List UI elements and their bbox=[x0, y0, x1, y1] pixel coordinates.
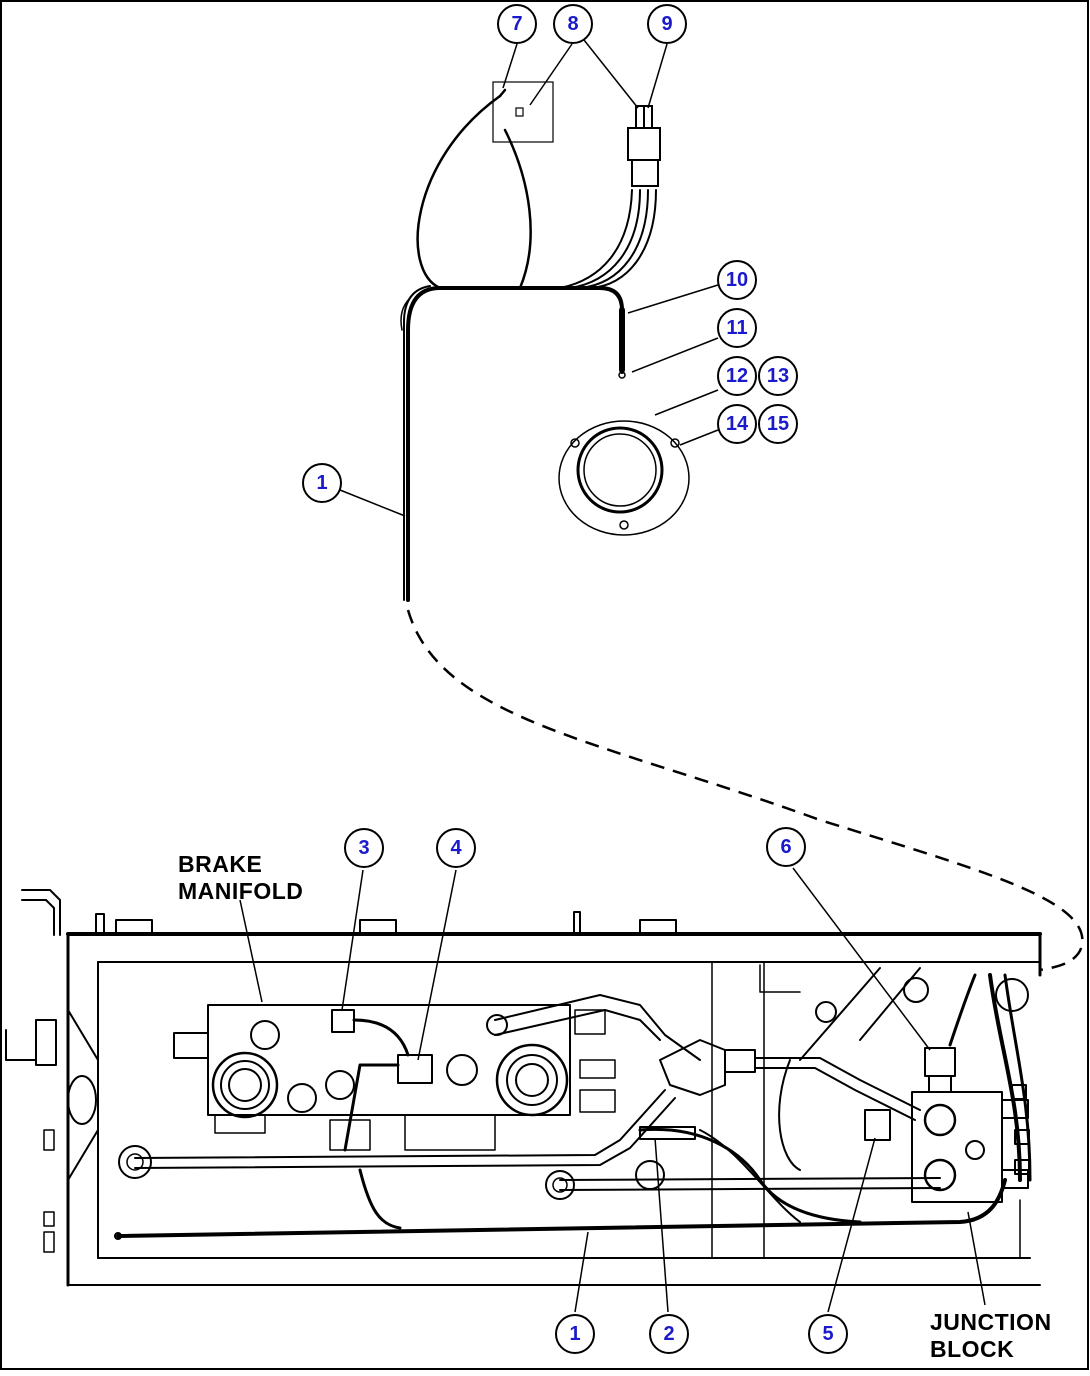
callout-11: 11 bbox=[717, 308, 757, 348]
svg-text:8: 8 bbox=[567, 13, 578, 35]
callout-7: 7 bbox=[497, 4, 537, 44]
svg-text:2: 2 bbox=[663, 1323, 674, 1345]
callout-12: 12 bbox=[717, 356, 757, 396]
callout-13: 13 bbox=[758, 356, 798, 396]
callout-14: 14 bbox=[717, 404, 757, 444]
callout-8: 8 bbox=[553, 4, 593, 44]
lower-leader-lines bbox=[239, 867, 986, 1313]
svg-text:10: 10 bbox=[726, 269, 748, 291]
callout-2: 2 bbox=[649, 1314, 689, 1354]
svg-text:11: 11 bbox=[726, 317, 747, 339]
upper-leader-lines bbox=[339, 39, 719, 517]
svg-text:6: 6 bbox=[780, 836, 791, 858]
svg-text:4: 4 bbox=[450, 837, 462, 859]
callout-1-lower: 1 bbox=[555, 1314, 595, 1354]
brake-manifold-label-line2: MANIFOLD bbox=[178, 878, 303, 904]
svg-text:15: 15 bbox=[767, 413, 789, 435]
junction-block-label-line1: JUNCTION bbox=[930, 1309, 1052, 1335]
callout-4: 4 bbox=[436, 828, 476, 868]
dashed-route-line bbox=[406, 609, 1084, 972]
callout-bubbles: 7 8 9 10 11 12 13 14 bbox=[302, 4, 848, 1354]
callout-15: 15 bbox=[758, 404, 798, 444]
svg-text:14: 14 bbox=[726, 413, 749, 435]
svg-text:12: 12 bbox=[726, 365, 748, 387]
callout-1-upper: 1 bbox=[302, 463, 342, 503]
upper-harness-assembly bbox=[400, 81, 690, 602]
lower-frame-assembly bbox=[5, 889, 1042, 1287]
svg-text:1: 1 bbox=[316, 472, 327, 494]
svg-text:1: 1 bbox=[569, 1323, 580, 1345]
svg-text:7: 7 bbox=[511, 13, 522, 35]
svg-text:9: 9 bbox=[661, 13, 672, 35]
svg-text:13: 13 bbox=[767, 365, 789, 387]
callout-10: 10 bbox=[717, 260, 757, 300]
svg-text:3: 3 bbox=[358, 837, 369, 859]
callout-6: 6 bbox=[766, 827, 806, 867]
callout-5: 5 bbox=[808, 1314, 848, 1354]
svg-text:5: 5 bbox=[822, 1323, 833, 1345]
brake-manifold-label-line1: BRAKE bbox=[178, 851, 262, 877]
junction-block-label-line2: BLOCK bbox=[930, 1336, 1014, 1362]
callout-9: 9 bbox=[647, 4, 687, 44]
callout-3: 3 bbox=[344, 828, 384, 868]
